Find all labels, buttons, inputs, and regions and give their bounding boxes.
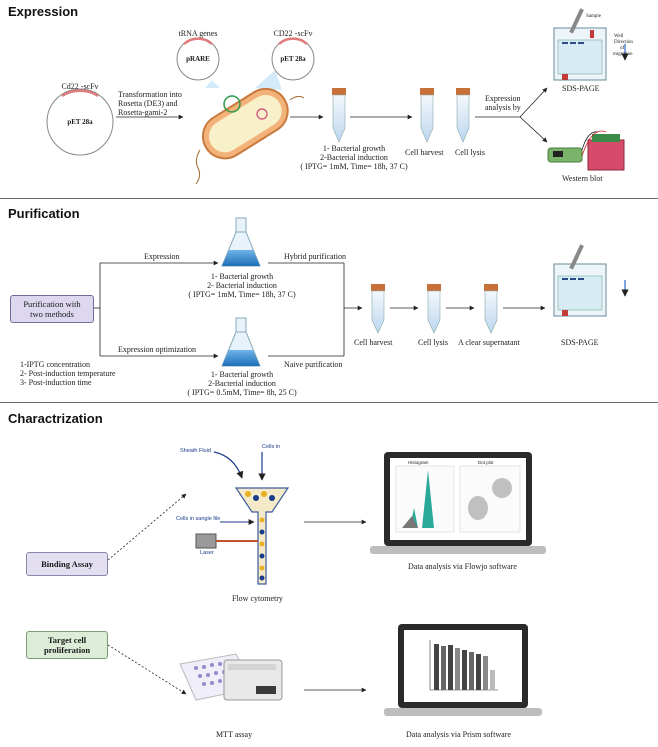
cd22-scfv-label: CD22 -scFv <box>273 29 313 38</box>
arrow <box>519 87 548 118</box>
growth2-line-2: 2-Bacterial induction <box>208 379 276 388</box>
section-title-purification: Purification <box>8 206 80 221</box>
histogram-label: Histogram <box>408 460 429 465</box>
growth1-line-3: ( IPTG= 1mM, Time= 18h, 37 C) <box>188 290 296 299</box>
dot-plot-label: Dot plot <box>478 460 494 465</box>
analysis-line-1: Expression <box>485 94 521 103</box>
naive-purification-label: Naive purification <box>284 360 343 369</box>
growth-line-3: ( IPTG= 1mM, Time= 18h, 37 C) <box>300 162 408 171</box>
methods-line-1: Purification with <box>23 299 81 309</box>
bacterium <box>195 70 305 185</box>
western-blot-apparatus <box>547 130 625 171</box>
methods-line-2: two methods <box>30 309 74 319</box>
cells-single-file-label: Cells in sangle file <box>176 516 221 522</box>
sds-page-label: SDS-PAGE <box>562 84 600 93</box>
gel-direction-line-1: Direction <box>614 40 633 45</box>
cell-lysis-label: Cell lysis <box>455 148 486 157</box>
sds-page-apparatus <box>553 8 629 81</box>
transformation-line-1: Transformation into <box>118 90 182 99</box>
opt-line-1: 1-IPTG concentration <box>20 360 90 369</box>
laptop-prism <box>384 624 542 716</box>
opt-line-2: 2- Post-induction temperature <box>20 369 116 378</box>
growth-line-1: 1- Bacterial growth <box>322 144 386 153</box>
tube-harvest <box>420 88 434 143</box>
flask-hybrid <box>221 217 261 267</box>
hybrid-purification-label: Hybrid purification <box>284 252 346 261</box>
target-line-2: proliferation <box>43 645 91 655</box>
growth1-line-1: 1- Bacterial growth <box>210 272 274 281</box>
sds-page-apparatus-purif <box>553 244 629 317</box>
plate-reader <box>179 653 283 701</box>
transformation-line-3: Rosetta-gami-2 <box>118 108 168 117</box>
section-title-expression: Expression <box>8 4 79 19</box>
analysis-line-2: analysis by <box>485 103 521 112</box>
cell-harvest-label: Cell harvest <box>405 148 444 157</box>
tube-lysis-purif <box>427 284 441 334</box>
transformation-line-2: Rosetta (DE3) and <box>118 99 178 108</box>
plasmid-pet28a-left <box>46 88 114 156</box>
western-blot-label: Western blot <box>562 174 603 183</box>
pet28a-label: pET 28a <box>280 55 306 63</box>
section-divider <box>0 402 658 403</box>
trna-genes-label: tRNA genes <box>178 29 218 38</box>
growth1-line-2: 2- Bacterial induction <box>207 281 277 290</box>
laptop-flowjo <box>370 452 546 554</box>
growth2-line-3: ( IPTG= 0.5mM, Time= 8h, 25 C) <box>187 388 297 397</box>
arrow-dashed <box>107 644 187 695</box>
gel-sample-label: Sample <box>586 14 601 19</box>
target-line-1: Target cell <box>47 635 87 645</box>
flow-cytometry-label: Flow cytometry <box>232 594 283 603</box>
expression-optimization-label: Expression optimization <box>118 345 196 354</box>
opt-line-3: 3- Post-induction time <box>20 378 92 387</box>
plasmid-prare <box>176 37 220 81</box>
growth-line-2: 2-Bacterial induction <box>320 153 388 162</box>
expression-label: Expression <box>144 252 180 261</box>
sds-page-purif-label: SDS-PAGE <box>561 338 599 347</box>
sheath-fluid-label: Sheath Fluid <box>180 448 211 454</box>
plasmid-insert-label: Cd22 -scFv <box>61 82 99 91</box>
laser-label: Laser <box>200 550 214 556</box>
flow-cytometer <box>195 451 290 585</box>
flask-naive <box>221 317 261 367</box>
cells-in-label: Cells in <box>262 444 281 450</box>
supernatant-label: A clear supernatant <box>458 338 520 347</box>
arrow-dashed <box>107 493 187 561</box>
section-divider <box>0 198 658 199</box>
growth2-line-1: 1- Bacterial growth <box>210 370 274 379</box>
prism-label: Data analysis via Prism software <box>406 730 511 739</box>
tube-supernatant <box>484 284 498 334</box>
tube-harvest-purif <box>371 284 385 334</box>
binding-assay-box: Binding Assay <box>26 552 108 576</box>
plasmid-pet28a-right <box>271 37 315 81</box>
gel-direction-line-3: migration <box>613 52 633 57</box>
tube-growth <box>332 88 346 143</box>
cell-harvest-purif-label: Cell harvest <box>354 338 393 347</box>
gel-direction-line-2: of <box>620 46 625 51</box>
cell-lysis-purif-label: Cell lysis <box>418 338 449 347</box>
prare-label: pRARE <box>186 55 210 63</box>
arrow <box>519 116 548 143</box>
section-title-characterization: Charactrization <box>8 411 103 426</box>
gel-well-label: Well <box>614 34 624 39</box>
tube-lysis <box>456 88 470 143</box>
flowjo-label: Data analysis via Flowjo software <box>408 562 517 571</box>
plasmid-name-label: pET 28a <box>67 118 93 126</box>
mtt-label: MTT assay <box>216 730 253 739</box>
